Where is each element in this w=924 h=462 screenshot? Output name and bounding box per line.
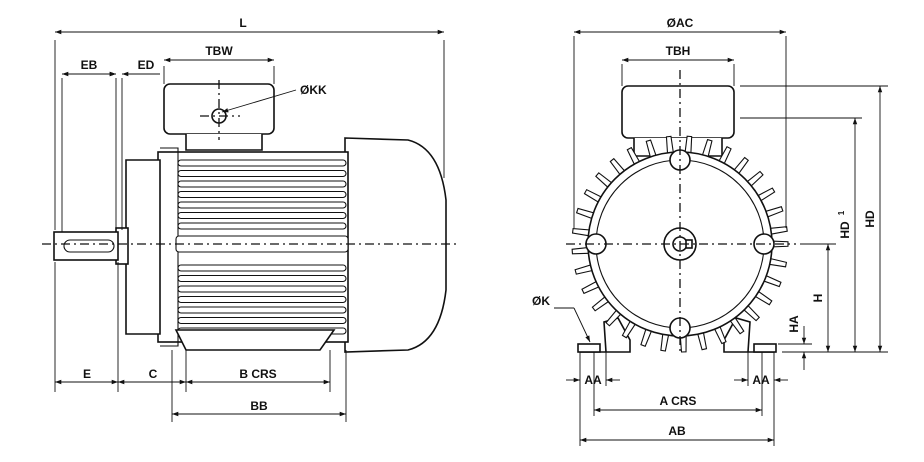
cooling-fin [177,201,347,209]
end-dimensions [554,29,888,446]
motor-shaft [53,231,119,261]
dim-label-ac: ØAC [667,16,694,30]
end-view: ØAC TBH HD HD 1 H HA ØK AA AA A CRS AB [532,16,888,446]
dim-label-a-crs: A CRS [660,394,697,408]
dim-label-kk: ØKK [300,83,327,97]
cooling-fin [177,295,347,304]
cooling-fins [175,159,349,335]
dim-label-aa-right: AA [752,373,770,387]
front-endshield [125,159,161,335]
dim-label-bb: BB [250,399,268,413]
dim-label-b-crs: B CRS [239,367,276,381]
dim-label-k: ØK [532,294,550,308]
cooling-fin [177,159,347,167]
cooling-fin [177,285,347,293]
dim-label-c: C [149,367,158,381]
dim-label-tbh: TBH [666,44,691,58]
side-dimensions [54,29,445,422]
dim-label-aa-left: AA [584,373,602,387]
side-view: L EB ED TBW ØKK E C B CRS BB [42,16,456,422]
cooling-fin [177,211,347,220]
cooling-fin [177,274,347,283]
foot-side [174,329,336,351]
shaft-keyway [63,239,115,253]
dim-label-eb: EB [81,58,98,72]
dim-label-hd: HD [863,210,877,228]
dim-label-h: H [811,294,825,303]
fan-cowl [344,137,447,353]
cooling-fin [177,169,347,178]
cooling-fin [177,306,347,314]
cooling-fin [177,316,347,325]
cooling-fin [177,264,347,272]
dim-label-tbw: TBW [205,44,233,58]
dim-label-ha: HA [787,315,801,333]
cooling-fin [177,190,347,199]
dim-label-l: L [239,16,246,30]
terminal-box-end [621,85,735,139]
dim-label-e: E [83,367,91,381]
dim-label-ab: AB [668,424,686,438]
dim-label-hd1-superscript: 1 [837,210,846,215]
cooling-fin [177,180,347,188]
dim-label-hd1: HD [838,221,852,239]
cooling-fin [177,222,347,230]
dim-label-ed: ED [138,58,155,72]
